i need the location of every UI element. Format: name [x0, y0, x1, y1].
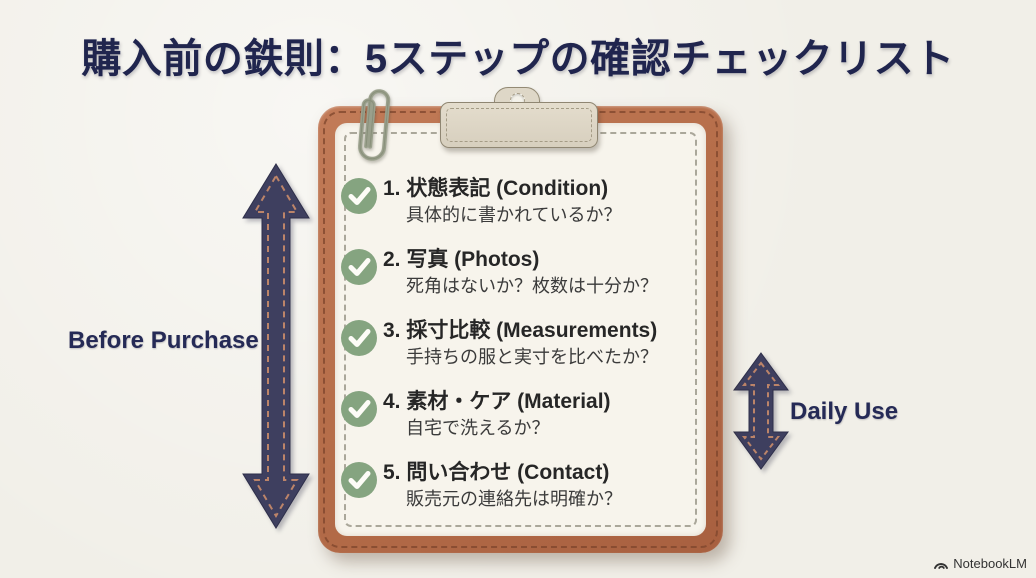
- check-icon: [341, 249, 377, 285]
- double-arrow-icon: [733, 352, 789, 470]
- item-heading: 3. 採寸比較 (Measurements): [383, 319, 658, 342]
- check-icon: [341, 391, 377, 427]
- list-item: 5. 問い合わせ (Contact) 販売元の連絡先は明確か？: [341, 459, 691, 530]
- item-question: 死角はないか？枚数は十分か？: [406, 276, 658, 296]
- daily-use-label: Daily Use: [790, 398, 899, 425]
- list-item: 3. 採寸比較 (Measurements) 手持ちの服と実寸を比べたか？: [341, 317, 691, 388]
- before-purchase-label: Before Purchase: [68, 327, 259, 354]
- check-icon: [341, 462, 377, 498]
- checklist: 1. 状態表記 (Condition) 具体的に書かれているか？ 2. 写真 (…: [341, 175, 691, 530]
- clip-stitch-border: [446, 108, 592, 142]
- page-title: 購入前の鉄則：5ステップの確認チェックリスト: [81, 37, 955, 81]
- item-heading: 1. 状態表記 (Condition): [383, 177, 609, 200]
- item-heading: 4. 素材・ケア (Material): [383, 390, 611, 413]
- list-item: 2. 写真 (Photos) 死角はないか？枚数は十分か？: [341, 246, 691, 317]
- item-question: 自宅で洗えるか？: [406, 418, 550, 438]
- item-question: 販売元の連絡先は明確か？: [406, 489, 622, 509]
- notebooklm-logo-icon: [934, 562, 949, 569]
- check-icon: [341, 178, 377, 214]
- paperclip-icon: [358, 89, 391, 161]
- double-arrow-icon: [242, 163, 310, 529]
- item-question: 具体的に書かれているか？: [406, 205, 622, 225]
- list-item: 4. 素材・ケア (Material) 自宅で洗えるか？: [341, 388, 691, 459]
- watermark-brand: NotebookLM: [953, 556, 1027, 571]
- list-item: 1. 状態表記 (Condition) 具体的に書かれているか？: [341, 175, 691, 246]
- item-heading: 2. 写真 (Photos): [383, 248, 540, 271]
- item-heading: 5. 問い合わせ (Contact): [383, 461, 610, 484]
- watermark: NotebookLM: [933, 556, 1027, 571]
- check-icon: [341, 320, 377, 356]
- clipboard-clip: [440, 102, 598, 148]
- item-question: 手持ちの服と実寸を比べたか？: [406, 347, 658, 367]
